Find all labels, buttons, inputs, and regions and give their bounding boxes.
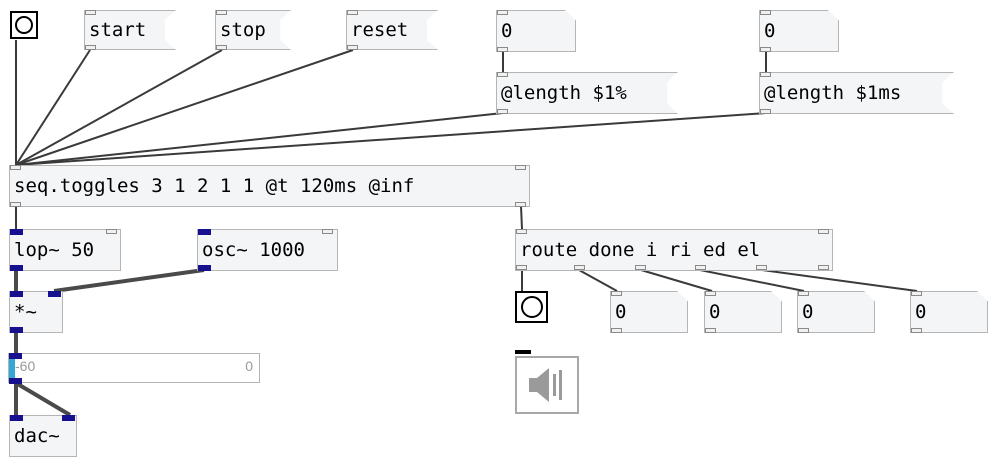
float-out-3-outlet bbox=[798, 328, 809, 333]
route-outlet-5 bbox=[756, 265, 767, 270]
length-percent-outlet bbox=[497, 109, 508, 114]
dac-inlet-left bbox=[10, 415, 23, 421]
osc-inlet-right bbox=[322, 229, 333, 234]
multiply-object[interactable]: *~ bbox=[9, 291, 63, 333]
float-out-1-inlet bbox=[611, 291, 622, 296]
slider-knob[interactable] bbox=[9, 354, 15, 382]
osc-outlet bbox=[198, 265, 211, 271]
stop-message[interactable]: stop bbox=[215, 10, 291, 50]
seq-inlet-left bbox=[10, 165, 21, 170]
reset-message-label: reset bbox=[351, 18, 409, 41]
lop-text: lop~ 50 bbox=[14, 238, 95, 261]
float-top-right-inlet bbox=[760, 10, 771, 15]
float-top-right-value: 0 bbox=[764, 19, 776, 42]
start-message-label: start bbox=[89, 18, 147, 41]
float-out-3[interactable]: 0 bbox=[797, 291, 875, 333]
route-text: route done i ri ed el bbox=[520, 238, 761, 261]
seq-inlet-right bbox=[515, 165, 526, 170]
length-ms-outlet bbox=[760, 109, 771, 114]
route-outlet-2 bbox=[574, 265, 585, 270]
level-slider[interactable]: -60 0 bbox=[8, 353, 260, 383]
done-toggle[interactable] bbox=[515, 291, 548, 323]
route-outlet-3 bbox=[635, 265, 646, 270]
float-top-left-inlet bbox=[497, 10, 508, 15]
float-out-2-inlet bbox=[705, 291, 716, 296]
lop-object[interactable]: lop~ 50 bbox=[9, 229, 121, 271]
route-object[interactable]: route done i ri ed el bbox=[515, 229, 833, 271]
multiply-text: *~ bbox=[14, 300, 37, 323]
bang-toggle-icon bbox=[520, 296, 543, 318]
length-ms-label: @length $1ms bbox=[764, 81, 902, 104]
float-out-3-inlet bbox=[798, 291, 809, 296]
multiply-inlet-left bbox=[10, 291, 23, 297]
start-outlet bbox=[85, 45, 96, 50]
route-inlet-left bbox=[516, 229, 527, 234]
float-out-1-outlet bbox=[611, 328, 622, 333]
speaker-icon bbox=[529, 368, 562, 402]
float-top-left-value: 0 bbox=[501, 19, 513, 42]
stop-outlet bbox=[216, 45, 227, 50]
float-out-3-value: 0 bbox=[802, 300, 814, 323]
osc-inlet-left bbox=[198, 229, 211, 235]
start-message[interactable]: start bbox=[84, 10, 176, 50]
start-inlet bbox=[85, 10, 96, 15]
lop-inlet-left bbox=[10, 229, 23, 235]
float-out-1[interactable]: 0 bbox=[610, 291, 688, 333]
slider-max-label: 0 bbox=[245, 358, 253, 374]
route-outlet-4 bbox=[695, 265, 706, 270]
length-percent-inlet bbox=[497, 72, 508, 77]
float-out-2-outlet bbox=[705, 328, 716, 333]
lop-outlet bbox=[10, 265, 23, 271]
dac-object[interactable]: dac~ bbox=[9, 415, 77, 457]
speaker-bar bbox=[515, 350, 531, 354]
seq-toggles-object[interactable]: seq.toggles 3 1 2 1 1 @t 120ms @inf bbox=[9, 165, 530, 207]
stop-inlet bbox=[216, 10, 227, 15]
length-ms-message[interactable]: @length $1ms bbox=[759, 72, 954, 114]
route-inlet-right bbox=[818, 229, 829, 234]
route-outlet-1 bbox=[516, 265, 527, 270]
lop-inlet-right bbox=[106, 229, 117, 234]
osc-text: osc~ 1000 bbox=[202, 238, 305, 261]
seq-outlet-left bbox=[10, 202, 21, 207]
float-out-4-outlet bbox=[911, 328, 922, 333]
osc-object[interactable]: osc~ 1000 bbox=[197, 229, 338, 271]
speaker-toggle[interactable] bbox=[515, 356, 579, 414]
slider-inlet bbox=[9, 353, 22, 359]
bang-toggle[interactable] bbox=[10, 11, 38, 39]
float-top-right-outlet bbox=[760, 47, 771, 52]
multiply-inlet-right bbox=[48, 291, 61, 297]
seq-toggles-text: seq.toggles 3 1 2 1 1 @t 120ms @inf bbox=[14, 174, 415, 197]
float-out-4-inlet bbox=[911, 291, 922, 296]
reset-inlet bbox=[347, 10, 358, 15]
float-top-right[interactable]: 0 bbox=[759, 10, 839, 52]
route-outlet-6 bbox=[818, 265, 829, 270]
float-top-left[interactable]: 0 bbox=[496, 10, 576, 52]
stop-message-label: stop bbox=[220, 18, 266, 41]
reset-outlet bbox=[347, 45, 358, 50]
multiply-outlet bbox=[10, 327, 23, 333]
dac-text: dac~ bbox=[14, 424, 60, 447]
float-out-2-value: 0 bbox=[709, 300, 721, 323]
float-out-4-value: 0 bbox=[915, 300, 927, 323]
slider-outlet bbox=[9, 378, 22, 384]
bang-toggle-icon bbox=[15, 16, 33, 34]
float-out-2[interactable]: 0 bbox=[704, 291, 782, 333]
length-ms-inlet bbox=[760, 72, 771, 77]
seq-outlet-right bbox=[515, 202, 526, 207]
float-out-1-value: 0 bbox=[615, 300, 627, 323]
float-out-4[interactable]: 0 bbox=[910, 291, 988, 333]
dac-inlet-right bbox=[62, 415, 75, 421]
float-top-left-outlet bbox=[497, 47, 508, 52]
length-percent-label: @length $1% bbox=[501, 81, 627, 104]
length-percent-message[interactable]: @length $1% bbox=[496, 72, 678, 114]
slider-min-label: -60 bbox=[15, 358, 36, 374]
reset-message[interactable]: reset bbox=[346, 10, 438, 50]
